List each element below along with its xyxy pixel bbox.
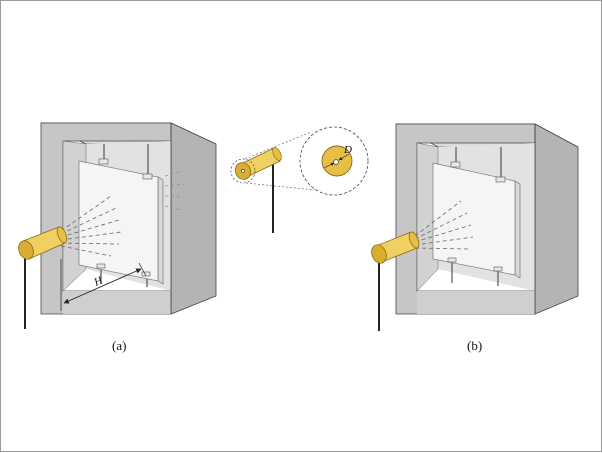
box-b-floor — [417, 291, 535, 314]
detail-enlarged-orifice — [333, 159, 339, 165]
panel-b-label: (b) — [467, 338, 482, 353]
box-a-side-face — [170, 122, 217, 315]
spray-pattern-b — [414, 200, 474, 250]
dimension-h-label: H — [91, 274, 105, 289]
plate-b-edge — [514, 180, 521, 279]
spray-through-a — [164, 170, 186, 211]
plate-a-edge — [157, 176, 164, 285]
nozzle-a-tip — [56, 226, 68, 244]
detail-nozzle-tip — [272, 147, 282, 161]
nozzle-detail: D — [230, 126, 369, 233]
plate-a-face — [78, 160, 159, 282]
detail-small-circle — [230, 158, 256, 184]
box-b-side-face — [534, 123, 579, 315]
dimension-d-label: D — [343, 144, 352, 156]
spray-pattern-a — [60, 195, 122, 257]
nozzle-b-tip — [408, 231, 420, 249]
nozzle-a — [18, 226, 68, 329]
plate-b-face — [432, 162, 516, 276]
test-plate-b — [432, 161, 521, 279]
nozzle-b-back-end — [371, 244, 387, 264]
panel-a-label: (a) — [112, 338, 126, 353]
dimension-h-arrow — [63, 268, 142, 304]
test-plate-a — [78, 158, 164, 285]
panel-a: H (a) — [18, 122, 217, 353]
nozzle-a-back-end — [18, 240, 34, 260]
box-a-floor — [63, 291, 171, 314]
panel-b: (b) — [371, 123, 579, 353]
detail-nozzle-orifice — [241, 169, 245, 173]
nozzle-b — [371, 231, 420, 331]
